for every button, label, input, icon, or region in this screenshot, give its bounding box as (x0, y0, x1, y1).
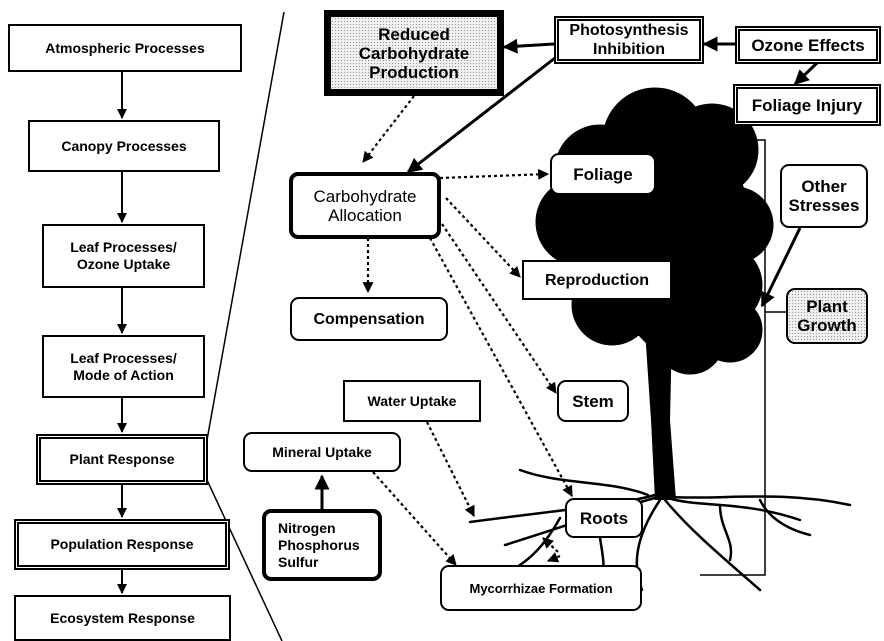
ecosystem-response-box: Ecosystem Response (14, 595, 231, 641)
leaf-processes-ozone-uptake-box: Leaf Processes/ Ozone Uptake (42, 224, 205, 288)
photosynthesis-inhibition-box: Photosynthesis Inhibition (554, 16, 704, 64)
other-stresses-box: Other Stresses (780, 164, 868, 228)
reproduction-box: Reproduction (522, 260, 672, 300)
ozone-effects-box: Ozone Effects (735, 26, 881, 64)
plant-growth-bracket (700, 139, 786, 576)
foliage-box: Foliage (550, 153, 656, 195)
nutrients-box: Nitrogen Phosphorus Sulfur (262, 509, 382, 581)
plant-response-box: Plant Response (36, 434, 208, 485)
foliage-injury-box: Foliage Injury (733, 84, 881, 126)
dotted-arrows (362, 95, 573, 566)
plant-growth-box: Plant Growth (786, 288, 868, 344)
divider-lines (206, 11, 285, 641)
carbohydrate-allocation-box: Carbohydrate Allocation (289, 172, 441, 239)
mycorrhizae-formation-box: Mycorrhizae Formation (440, 565, 642, 611)
solid-arrows (314, 36, 820, 522)
mineral-uptake-box: Mineral Uptake (243, 432, 401, 472)
stem-box: Stem (557, 380, 629, 422)
roots-box: Roots (565, 498, 643, 538)
population-response-box: Population Response (14, 519, 230, 570)
reduced-carbohydrate-production-box: Reduced Carbohydrate Production (324, 10, 504, 96)
compensation-box: Compensation (290, 297, 448, 341)
atmospheric-processes-box: Atmospheric Processes (8, 24, 242, 72)
water-uptake-box: Water Uptake (343, 380, 481, 422)
leaf-processes-mode-of-action-box: Leaf Processes/ Mode of Action (42, 335, 205, 398)
canopy-processes-box: Canopy Processes (28, 120, 220, 172)
